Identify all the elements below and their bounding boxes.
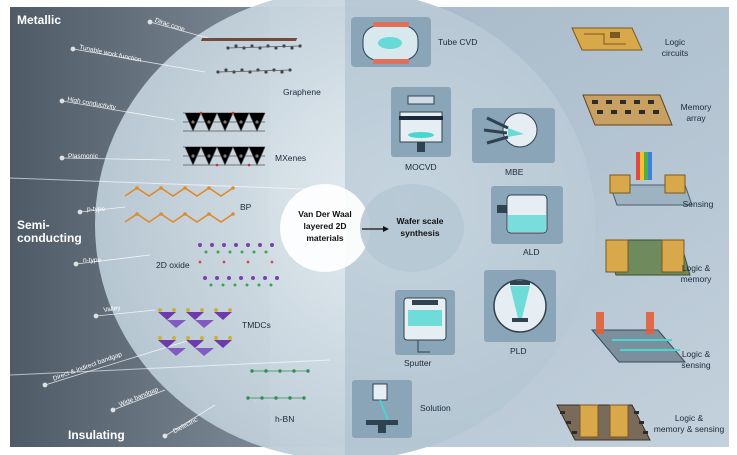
category-metallic: Metallic xyxy=(17,13,62,27)
technique-sputter: Sputter xyxy=(404,358,432,368)
app-logic-circuits-line2: circuits xyxy=(661,48,689,58)
center-materials-line3: materials xyxy=(306,233,344,243)
app-memory-array-line2: array xyxy=(686,113,706,123)
app-logic-sensing: Logic & sensing xyxy=(672,349,720,371)
app-logic-memory-line2: memory xyxy=(680,274,712,284)
hbn-structure xyxy=(246,369,310,403)
synthesis-center-ellipse xyxy=(360,184,464,272)
material-hbn: h-BN xyxy=(275,414,295,424)
app-logic-sensing-line1: Logic & xyxy=(681,349,711,359)
memory-array-device xyxy=(582,94,673,126)
logic-memory-device xyxy=(605,239,691,276)
material-2d-oxide: 2D oxide xyxy=(156,260,190,270)
category-semiconducting-line1: Semi- xyxy=(17,218,50,232)
app-memory-array: Memory array xyxy=(672,102,720,124)
material-mxenes: MXenes xyxy=(275,153,307,163)
technique-pld: PLD xyxy=(510,346,527,356)
center-synthesis-label: Wafer scale synthesis xyxy=(387,215,453,239)
technique-mocvd: MOCVD xyxy=(405,162,437,172)
center-materials-line2: layered 2D xyxy=(303,221,347,231)
technique-mbe: MBE xyxy=(505,167,524,177)
technique-ald: ALD xyxy=(523,247,540,257)
ald-icon xyxy=(491,186,563,244)
property-pointers xyxy=(42,19,216,439)
center-synthesis-line2: synthesis xyxy=(400,228,440,238)
mocvd-icon xyxy=(391,87,451,157)
app-logic-memory-line1: Logic & xyxy=(681,263,711,273)
center-materials-line1: Van Der Waal xyxy=(298,209,352,219)
center-synthesis-line1: Wafer scale xyxy=(396,216,444,226)
category-semiconducting-line2: conducting xyxy=(17,231,82,245)
sensing-device xyxy=(609,152,693,206)
sputter-icon xyxy=(395,290,455,355)
app-logic-memory: Logic & memory xyxy=(672,263,720,285)
solution-icon xyxy=(352,380,412,438)
mbe-icon xyxy=(472,108,555,163)
band-divider xyxy=(9,359,331,376)
band-divider xyxy=(9,177,331,191)
material-tmdcs: TMDCs xyxy=(242,320,271,330)
category-insulating: Insulating xyxy=(68,428,125,442)
app-memory-array-line1: Memory xyxy=(680,102,712,112)
material-graphene: Graphene xyxy=(283,87,321,97)
material-bp: BP xyxy=(240,202,252,212)
pld-icon xyxy=(484,270,556,342)
app-lms-line1: Logic & xyxy=(674,413,704,423)
app-logic-circuits-line1: Logic xyxy=(664,37,686,47)
tube-cvd-icon xyxy=(351,17,431,67)
logic-memory-sensing-device xyxy=(556,404,651,441)
property-p-type: p-type xyxy=(87,206,106,213)
technique-tube-cvd: Tube CVD xyxy=(438,37,478,47)
app-sensing: Sensing xyxy=(682,199,714,209)
materials-center-ellipse xyxy=(280,184,370,272)
oxide-structure xyxy=(198,243,279,287)
app-logic-memory-sensing: Logic & memory & sensing xyxy=(650,413,728,435)
technique-solution: Solution xyxy=(420,403,451,413)
logic-sensing-device xyxy=(590,312,687,363)
center-arrow-head xyxy=(383,226,389,232)
property-n-type: n-type xyxy=(83,257,102,264)
bp-structure xyxy=(124,186,235,223)
app-logic-sensing-line2: sensing xyxy=(681,360,711,370)
graphene-structure xyxy=(200,38,302,74)
mxenes-structure xyxy=(183,111,266,167)
logic-circuits-device xyxy=(571,27,643,51)
app-logic-circuits: Logic circuits xyxy=(650,37,700,59)
app-lms-line2: memory & sensing xyxy=(653,424,725,434)
tmdcs-structure xyxy=(158,308,232,356)
property-plasmonic: Plasmonic xyxy=(68,153,98,160)
center-materials-label: Van Der Waal layered 2D materials xyxy=(289,208,361,244)
